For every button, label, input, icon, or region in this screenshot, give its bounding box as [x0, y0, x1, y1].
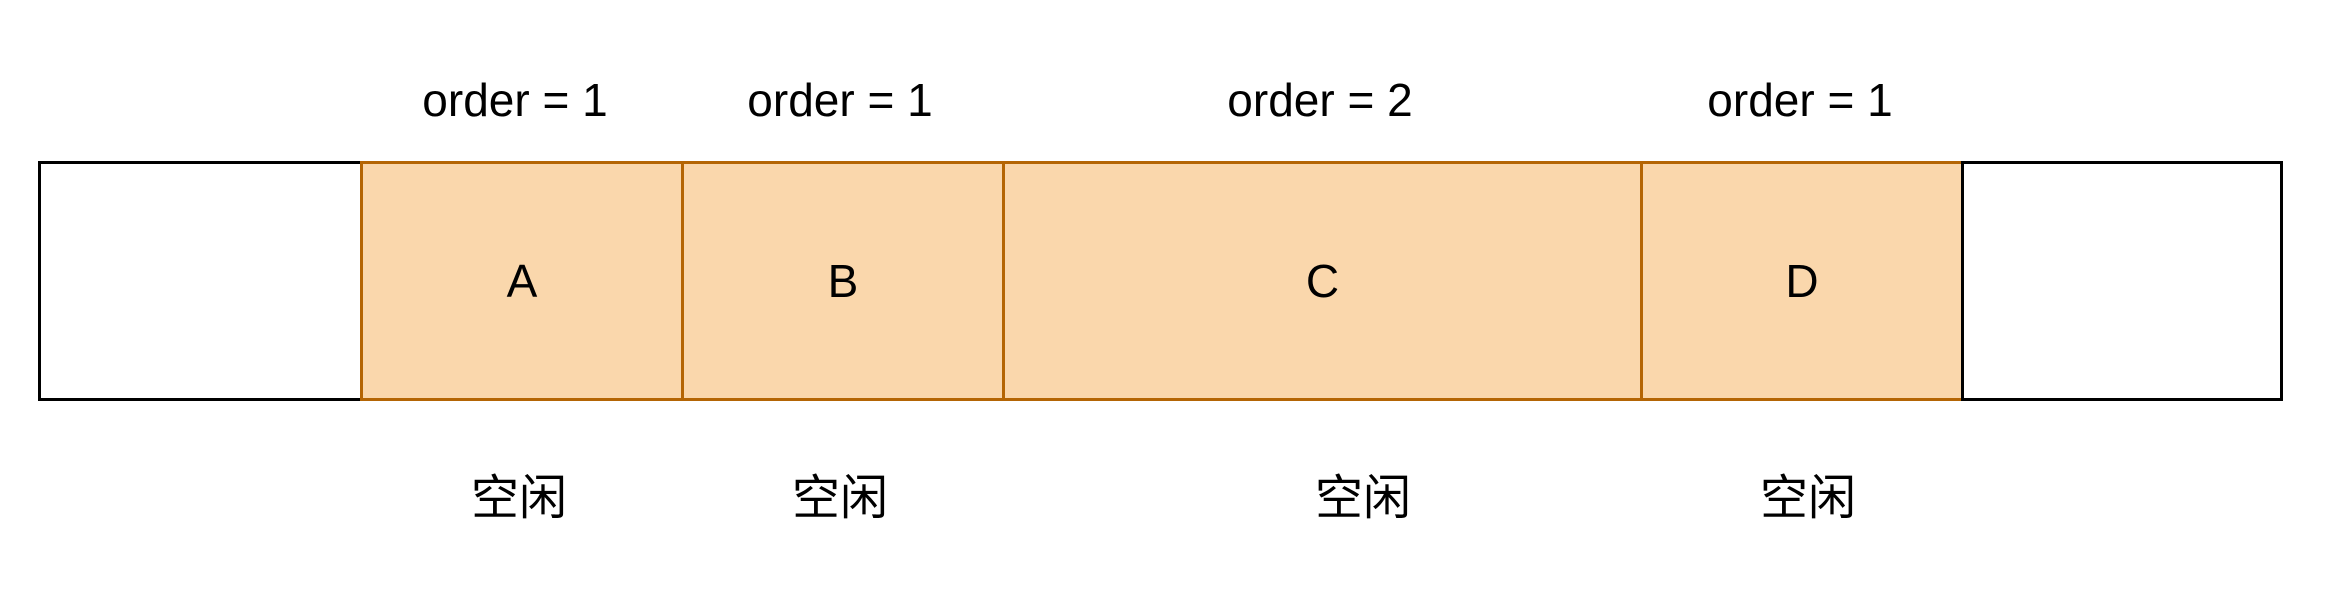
empty-cell-left: [38, 161, 363, 401]
block-c: C: [1002, 161, 1643, 401]
block-label-b: B: [827, 255, 859, 307]
empty-cell-right: [1961, 161, 2283, 401]
order-label-a: order = 1: [422, 74, 608, 126]
block-label-a: A: [506, 255, 538, 307]
status-label-d: 空闲: [1759, 470, 1856, 526]
block-label-d: D: [1785, 255, 1819, 307]
block-b: B: [681, 161, 1005, 401]
status-label-a: 空闲: [470, 470, 567, 526]
block-a: A: [360, 161, 684, 401]
status-label-b: 空闲: [791, 470, 888, 526]
status-label-c: 空闲: [1314, 470, 1411, 526]
order-label-b: order = 1: [747, 74, 933, 126]
order-label-c: order = 2: [1227, 74, 1413, 126]
block-d: D: [1640, 161, 1964, 401]
block-label-c: C: [1305, 255, 1340, 307]
order-label-d: order = 1: [1707, 74, 1893, 126]
